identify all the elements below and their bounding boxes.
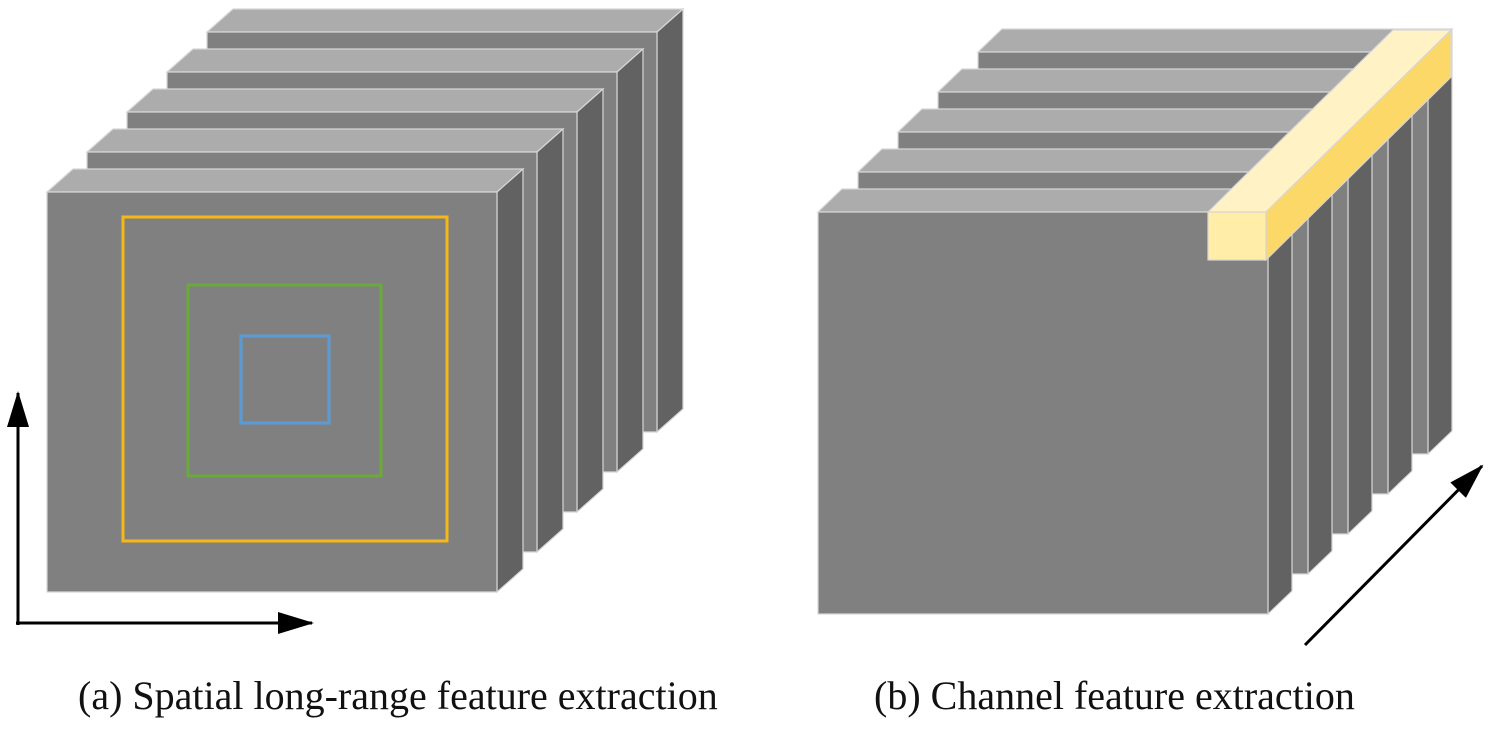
feature-map-stack-a: [45, 7, 685, 594]
feature-map-a-1-front: [46, 191, 498, 593]
caption-a: (a) Spatial long-range feature extractio…: [78, 673, 718, 718]
receptive-field-inner: [239, 334, 331, 425]
feature-map-a-2-top: [85, 128, 565, 153]
feature-map-a-4-top: [165, 48, 645, 73]
feature-map-a-5-side: [656, 7, 684, 434]
feature-map-b-1-front: [817, 211, 1269, 615]
panel-b-channel-feature-maps: [816, 27, 1484, 647]
channel-slice-front: [1207, 211, 1267, 261]
feature-map-a-5-top: [205, 8, 685, 33]
feature-map-a-1-side: [496, 167, 524, 594]
receptive-field-outer: [121, 215, 449, 543]
channel-axis-arrow: [1303, 464, 1484, 647]
feature-map-a-1: [45, 167, 525, 594]
receptive-field-middle: [186, 283, 383, 478]
feature-map-a-2-side: [536, 127, 564, 554]
panel-a-spatial-feature-maps: [6, 7, 685, 634]
caption-b: (b) Channel feature extraction: [874, 673, 1355, 718]
feature-map-a-3-top: [125, 88, 605, 113]
feature-map-a-1-top: [45, 168, 525, 193]
feature-map-a-3-side: [576, 87, 604, 514]
feature-map-a-4-side: [616, 47, 644, 474]
